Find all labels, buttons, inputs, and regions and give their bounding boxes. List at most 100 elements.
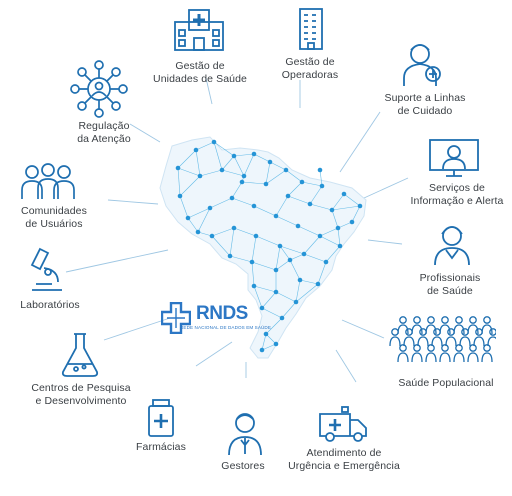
person-body bbox=[453, 352, 465, 363]
network-node bbox=[273, 289, 279, 295]
network-node bbox=[341, 191, 347, 197]
network-link bbox=[275, 291, 297, 303]
network-link bbox=[279, 245, 291, 261]
network-link bbox=[195, 141, 215, 151]
network-user-icon bbox=[70, 60, 128, 118]
label-comunidades: Comunidades de Usuários bbox=[21, 205, 87, 230]
network-node bbox=[251, 283, 257, 289]
network-node bbox=[293, 299, 299, 305]
person-head bbox=[399, 344, 407, 352]
network-node bbox=[349, 219, 355, 225]
network-link bbox=[253, 205, 277, 217]
connector-line bbox=[335, 349, 357, 383]
flask-icon bbox=[61, 333, 99, 377]
person-body bbox=[417, 336, 429, 347]
network-node bbox=[277, 243, 283, 249]
network-link bbox=[303, 235, 321, 255]
person-body bbox=[467, 352, 479, 363]
network-link bbox=[177, 167, 201, 177]
person-head bbox=[461, 328, 469, 336]
network-link bbox=[241, 181, 267, 185]
network-node bbox=[319, 183, 325, 189]
network-link bbox=[253, 153, 271, 163]
network-node bbox=[231, 153, 237, 159]
network-link bbox=[233, 155, 245, 177]
person-head bbox=[483, 316, 491, 324]
network-link bbox=[213, 141, 223, 171]
network-link bbox=[287, 181, 303, 197]
network-link bbox=[253, 285, 277, 293]
network-link bbox=[337, 227, 341, 247]
label-gestores: Gestores bbox=[221, 460, 265, 472]
network-link bbox=[319, 235, 341, 247]
network-link bbox=[195, 149, 201, 177]
network-link bbox=[231, 197, 255, 207]
person-body bbox=[473, 336, 485, 347]
network-link bbox=[179, 195, 189, 219]
network-link bbox=[265, 333, 277, 345]
office-building-icon bbox=[299, 8, 323, 50]
network-link bbox=[275, 215, 299, 227]
network-link bbox=[179, 175, 201, 197]
network-link bbox=[265, 169, 287, 185]
rnds-logo-subtitle: REDE NACIONAL DE DADOS EM SAÚDE bbox=[180, 325, 271, 330]
connector-line bbox=[205, 77, 213, 105]
person-head bbox=[447, 328, 455, 336]
rnds-logo-text: RNDS bbox=[196, 303, 248, 324]
network-link bbox=[331, 205, 361, 211]
connector-line bbox=[363, 177, 409, 199]
network-link bbox=[255, 235, 281, 247]
network-link bbox=[309, 203, 333, 211]
network-link bbox=[197, 207, 211, 233]
network-link bbox=[279, 245, 305, 255]
person-body bbox=[403, 336, 415, 347]
doctor-monitor-icon bbox=[429, 139, 479, 177]
network-link bbox=[287, 195, 311, 205]
network-node bbox=[273, 341, 279, 347]
network-link bbox=[265, 161, 271, 185]
person-body bbox=[425, 352, 437, 363]
label-profissionais: Profissionais de Saúde bbox=[419, 272, 481, 297]
connector-line bbox=[341, 319, 385, 339]
network-node bbox=[317, 167, 323, 173]
network-node bbox=[283, 167, 289, 173]
person-head bbox=[413, 344, 421, 352]
network-node bbox=[211, 139, 217, 145]
network-link bbox=[275, 195, 289, 217]
network-node bbox=[207, 205, 213, 211]
hospital-icon bbox=[174, 9, 224, 51]
person-body bbox=[439, 352, 451, 363]
network-link bbox=[209, 197, 233, 209]
network-link bbox=[295, 279, 301, 303]
network-link bbox=[269, 161, 287, 171]
network-link bbox=[233, 227, 257, 237]
network-link bbox=[331, 193, 345, 211]
person-head bbox=[405, 328, 413, 336]
population-crowd-icon bbox=[389, 316, 496, 363]
network-link bbox=[295, 283, 319, 303]
person-head bbox=[433, 328, 441, 336]
network-node bbox=[175, 165, 181, 171]
network-link bbox=[187, 217, 199, 233]
person-head bbox=[441, 344, 449, 352]
person-head bbox=[455, 316, 463, 324]
network-link bbox=[231, 181, 243, 199]
person-body bbox=[487, 336, 496, 347]
connector-line bbox=[65, 249, 169, 273]
network-node bbox=[253, 233, 259, 239]
network-link bbox=[303, 253, 327, 263]
person-body bbox=[397, 352, 409, 363]
person-head bbox=[455, 344, 463, 352]
ambulance-icon bbox=[319, 406, 367, 442]
network-link bbox=[177, 167, 181, 197]
network-node bbox=[249, 259, 255, 265]
network-link bbox=[213, 141, 235, 157]
rnds-logo: RNDS REDE NACIONAL DE DADOS EM SAÚDE bbox=[158, 302, 274, 336]
person-body bbox=[389, 336, 401, 347]
network-link bbox=[261, 307, 283, 319]
health-professional-icon bbox=[434, 226, 470, 266]
user-group-icon bbox=[21, 163, 75, 199]
network-node bbox=[251, 151, 257, 157]
person-body bbox=[411, 352, 423, 363]
